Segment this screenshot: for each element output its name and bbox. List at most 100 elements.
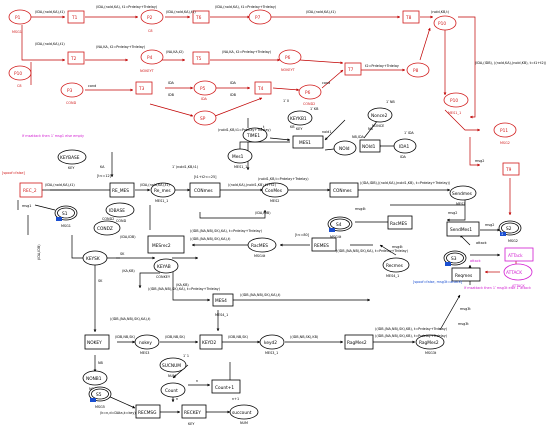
arc-label-a59: msg4t xyxy=(355,207,366,211)
place-label-nonb1: NONB1 xyxy=(86,376,102,382)
arc-label-a64: ((IDB,(NA,NB),SK),KA), t=Prdelay+Trdelay… xyxy=(148,287,221,291)
transition-remes2 xyxy=(311,237,337,252)
transition-conmes xyxy=(189,182,221,198)
arc-label-a61: SK xyxy=(98,279,103,283)
arc-label-a31: nold1 xyxy=(322,130,331,134)
type-msg4t: MSG4t xyxy=(330,235,342,239)
type-msg5: MSG5 xyxy=(95,405,105,409)
arc-label-a60: msg4t xyxy=(392,245,403,249)
type-c8-2: C8 xyxy=(17,84,22,88)
type-num2: NUM xyxy=(240,421,248,425)
place-label-s4: S4 xyxy=(336,222,342,228)
type-msg3t: MSG3t xyxy=(425,351,437,355)
type-mes1_1c: MES1_1 xyxy=(155,199,168,203)
transition-label-t5: T5 xyxy=(195,56,202,62)
arc-label-a68: ((IDB,(NA,NB),SK),KB), t=Prdelay+Trdelay… xyxy=(375,327,448,331)
arc-label-a63: (KA,KB) xyxy=(122,269,135,273)
arc-label-a22: IDA xyxy=(230,81,237,85)
transition-label-attack: ATTack xyxy=(508,253,523,259)
type-mes4_1b: MES4_1 xyxy=(215,313,228,317)
place-p1 xyxy=(8,9,32,25)
place-count xyxy=(160,382,186,398)
place-label-condz: CONDZ xyxy=(97,226,113,232)
place-label-sucnum: SUCNUM xyxy=(162,363,181,369)
type-msg4t-b: MSG4t xyxy=(254,254,266,258)
place-nokey xyxy=(134,334,160,350)
transition-nokey xyxy=(84,334,110,350)
transition-t2 xyxy=(67,51,85,65)
transition-label-conmes2: CONmes xyxy=(333,188,352,194)
place-label-idbase: IDBASE xyxy=(109,208,125,214)
type-msg2b: MSG2 xyxy=(508,239,518,243)
arc-label-a42: [t1+t2<=25] xyxy=(194,175,217,179)
type-nokeyt: NOKEYT xyxy=(140,69,155,73)
marker-s4 xyxy=(329,228,335,232)
arc-label-a5: (IDA,(nold,KA), t1=Prdelay+Trdelay) xyxy=(215,5,277,9)
transition-sendmes1 xyxy=(446,221,480,237)
transition-t6 xyxy=(192,10,210,24)
transition-keyd2 xyxy=(199,334,223,350)
type-attack: ATTACK xyxy=(512,284,526,288)
arc-label-a52: (IDA,IDB) xyxy=(120,235,136,239)
place-keyd2 xyxy=(259,334,285,350)
type-msg2: MSG2 xyxy=(500,141,510,145)
place-label-p2: P2 xyxy=(147,15,153,21)
place-p8 xyxy=(406,62,430,78)
transition-label-nold1: NOId1 xyxy=(362,144,376,150)
place-remes xyxy=(150,182,176,198)
place-keybase xyxy=(57,149,87,165)
place-s3-inner xyxy=(446,252,464,264)
place-label-s1: S1 xyxy=(62,211,68,217)
transition-t1 xyxy=(67,10,85,24)
transition-label-remes: RE_MES xyxy=(112,188,129,194)
place-p4 xyxy=(140,49,164,65)
place-p3 xyxy=(60,82,84,98)
arc-label-a62: SK xyxy=(120,252,125,256)
arc-label-a17: (IDA,(IDB), ((nold,KA),(nold,KB), t=t1+t… xyxy=(475,61,547,65)
arc-label-a46: msg2 xyxy=(448,211,457,215)
transition-conmes2 xyxy=(329,182,359,198)
arc-attack: attack xyxy=(470,259,481,263)
type-mes3_1: MES3_1 xyxy=(265,351,278,355)
arc-label-a30: KB xyxy=(290,125,295,129)
arc-label-a48: (IDA,IDB) xyxy=(255,211,271,215)
arc-label-a66: ((IDB,(NA,NB),SK),KA),t) xyxy=(110,317,151,321)
arc-label-a41: (IDA,(nold,KA),t1) xyxy=(140,183,170,187)
type-mes3: MES3 xyxy=(456,202,465,206)
arc-label-a78: (k=n,d=DAta,k=key) xyxy=(100,411,136,415)
place-p11b xyxy=(493,122,517,138)
transition-label-t8: T8 xyxy=(405,15,412,21)
arc-label-a57: [t<=80] xyxy=(295,233,310,237)
type-cond-b: COND xyxy=(116,219,127,223)
transition-label-keyd2: KEYD2 xyxy=(202,340,216,346)
arc-label-a8: (IDA,(nold,KA),t1) xyxy=(306,10,336,14)
arcs-top xyxy=(17,15,512,232)
type-cond2b: COND2 xyxy=(102,217,114,221)
place-label-p9: P10 xyxy=(14,71,22,77)
arc-label-a75: 1`1 xyxy=(183,354,189,358)
transition-mesrec2 xyxy=(147,235,185,254)
guard-msattack-2: If msattack then 1`msg3t else 1`attack xyxy=(464,286,531,290)
type-msg1: MSG1 xyxy=(12,30,22,34)
type-nokeyt-2: NOKEYT xyxy=(281,68,296,72)
arc-label-a32: NB xyxy=(368,127,374,131)
transition-t3 xyxy=(135,81,153,95)
transition-mes4 xyxy=(212,293,234,307)
marker-s5 xyxy=(90,398,96,402)
arc-label-a21: IDB xyxy=(168,93,175,97)
arc-label-a23: IDB xyxy=(230,93,237,97)
place-label-keykb1: KEYKB1 xyxy=(290,116,307,122)
arc-label-a4: (IDA,(nold,KA), t1=Prdelay+Trdelay) xyxy=(96,5,158,9)
arc-label-a20: IDA xyxy=(168,81,175,85)
arc-label-a82: msg3t xyxy=(460,307,471,311)
place-label-s5: S5 xyxy=(96,392,102,398)
arc-label-a40: (IDA,(nold,KA),t1) xyxy=(45,183,75,187)
type-ida: IDA xyxy=(201,97,208,101)
transition-mes1 xyxy=(292,135,324,149)
place-keyab xyxy=(153,258,179,274)
marker-s3 xyxy=(445,262,451,266)
place-sendmes xyxy=(449,185,477,201)
type-key3: KEY xyxy=(188,422,195,426)
transition-label-mes1: MES1 xyxy=(299,140,311,146)
